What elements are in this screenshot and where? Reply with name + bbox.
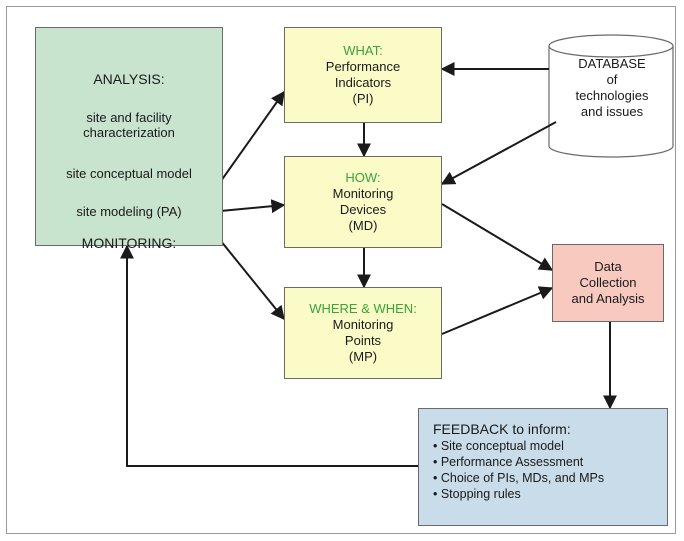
data-line1: Data — [594, 259, 622, 274]
database-cylinder-icon — [548, 34, 674, 158]
where-box: WHERE & WHEN: Monitoring Points (MP) — [284, 287, 442, 379]
what-box: WHAT: Performance Indicators (PI) — [284, 27, 442, 123]
where-line2: Points — [344, 333, 382, 348]
arrow-feedback-to-analysis — [120, 244, 418, 467]
analysis-step-characterization: characterization — [83, 125, 175, 140]
what-line1: Performance — [325, 59, 401, 74]
analysis-step-conceptual-model: site conceptual model — [66, 166, 192, 181]
feedback-title: FEEDBACK to inform: — [433, 421, 571, 437]
database-line3: technologies — [575, 88, 649, 103]
what-line2: Indicators — [334, 75, 392, 90]
where-line3: (MP) — [348, 349, 378, 364]
arrow-how-to-data — [441, 203, 554, 271]
feedback-box: FEEDBACK to inform: • Site conceptual mo… — [418, 408, 668, 526]
database-label: DATABASE of technologies and issues — [553, 56, 671, 120]
diagram-frame — [6, 6, 676, 534]
feedback-item: • Performance Assessment — [433, 455, 584, 469]
database-line1: DATABASE — [578, 56, 646, 71]
where-line1: Monitoring — [332, 317, 394, 332]
how-line2: Devices — [339, 202, 387, 217]
analysis-box: ANALYSIS: site and facility characteriza… — [35, 27, 223, 251]
how-heading: HOW: — [345, 170, 381, 185]
database-line2: of — [606, 72, 618, 87]
how-box: HOW: Monitoring Devices (MD) — [284, 156, 442, 248]
arrow-where-to-data — [441, 286, 554, 335]
analysis-step-site-modeling: site modeling (PA) — [76, 204, 182, 219]
data-collection-box: Data Collection and Analysis — [552, 244, 664, 322]
feedback-item: • Stopping rules — [433, 487, 521, 501]
how-line3: (MD) — [348, 218, 378, 233]
analysis-step-site-facility: site and facility — [86, 110, 172, 125]
what-line3: (PI) — [352, 91, 374, 106]
analysis-step-monitoring: MONITORING: — [81, 235, 177, 251]
feedback-item: • Site conceptual model — [433, 439, 564, 453]
data-line3: and Analysis — [571, 291, 645, 306]
arrow-database-to-how — [440, 121, 557, 185]
analysis-title: ANALYSIS: — [93, 71, 165, 87]
data-line2: Collection — [579, 275, 637, 290]
how-line1: Monitoring — [332, 186, 394, 201]
what-heading: WHAT: — [343, 43, 383, 58]
feedback-item: • Choice of PIs, MDs, and MPs — [433, 471, 605, 485]
where-heading: WHERE & WHEN: — [309, 301, 417, 316]
database-line4: and issues — [580, 104, 644, 119]
